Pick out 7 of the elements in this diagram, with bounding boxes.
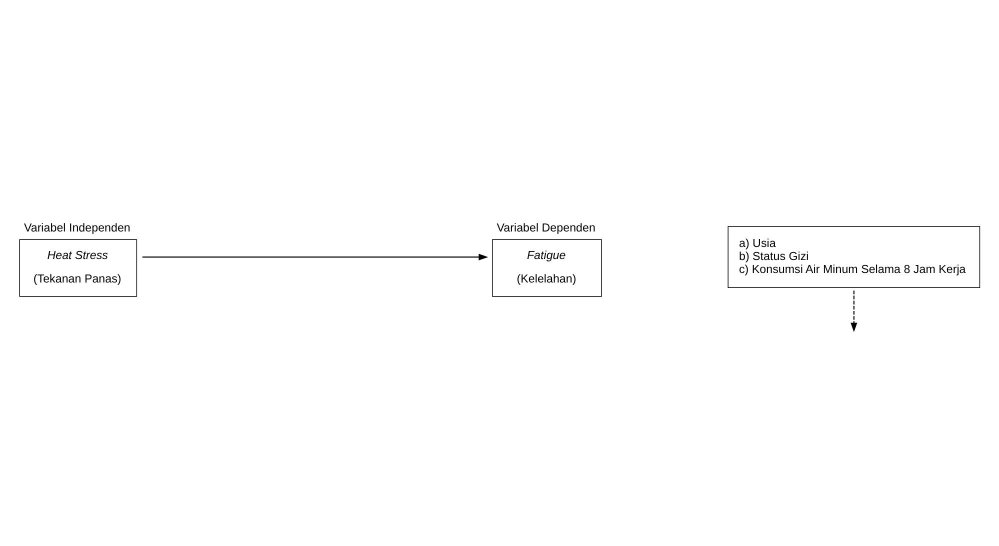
node-box: Heat Stress (Tekanan Panas)	[19, 239, 138, 297]
node-label: Variabel Dependen	[496, 221, 596, 234]
arrow	[850, 290, 858, 332]
arrow	[142, 254, 488, 260]
node-label: Variabel Independen	[24, 221, 130, 234]
node-box: a) Usia b) Status Gizi c) Konsumsi Air Minum Selama 8 Jam Kerja	[728, 226, 980, 288]
node-box: Fatigue (Kelelahan)	[492, 239, 602, 297]
